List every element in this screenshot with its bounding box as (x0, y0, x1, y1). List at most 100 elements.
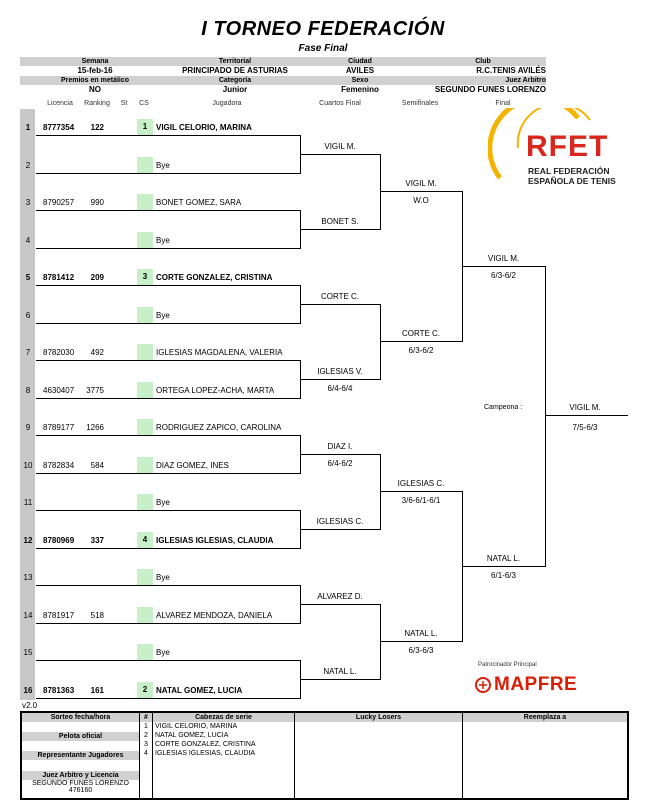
r2-line (300, 528, 380, 530)
qf-line (380, 341, 462, 343)
player-line (36, 135, 300, 136)
player-ranking: 122 (90, 123, 104, 132)
player-ranking: 3775 (86, 385, 104, 395)
sf-score: 6/3-6/2 (491, 271, 516, 281)
final-score: 7/5-6/3 (572, 423, 598, 432)
player-name: ORTEGA LOPEZ-ACHA, MARTA (156, 385, 275, 395)
lucky-label: Lucky Losers (295, 713, 462, 722)
campeona-label: Campeona : (484, 404, 523, 411)
row-number: 4 (25, 235, 31, 245)
r2-score: 6/4-6/4 (327, 383, 353, 393)
qf-score: 6/3-6/3 (408, 646, 434, 656)
player-licencia: 8781412 (43, 273, 75, 282)
player-name: Bye (156, 310, 170, 320)
player-line (36, 210, 300, 211)
row-number: 15 (23, 648, 33, 657)
representante-label: Representante Jugadores (22, 751, 139, 760)
qf-winner: NATAL L. (404, 629, 438, 639)
col-licencia: Licencia (47, 100, 73, 107)
player-name: IGLESIAS IGLESIAS, CLAUDIA (156, 535, 274, 545)
player-line (36, 697, 300, 699)
sf-winner: NATAL L. (486, 554, 521, 564)
player-name: BONET GOMEZ, SARA (156, 198, 242, 207)
player-line (36, 510, 300, 511)
bracket-connector (545, 266, 546, 568)
player-ranking: 1266 (86, 423, 104, 432)
seed-box: 3 (137, 269, 153, 285)
semana-value: 15-feb-16 (77, 66, 113, 75)
cabeza-number: 2 (144, 732, 148, 739)
cabeza-number: 3 (144, 741, 148, 748)
player-line (36, 622, 300, 624)
col-jugadora: Jugadora (212, 100, 242, 107)
player-line (36, 360, 300, 361)
seed-box (137, 606, 153, 623)
seed-box (137, 306, 153, 323)
r2-score: 6/4-6/2 (327, 458, 353, 468)
seed-box (137, 156, 153, 173)
version: v2.0 (22, 701, 38, 710)
player-ranking: 990 (90, 198, 104, 207)
cabeza-name: CORTE GONZALEZ, CRISTINA (155, 741, 256, 748)
col-st: St (120, 100, 128, 107)
r2-winner: NATAL L. (323, 666, 357, 676)
r2-line (300, 303, 380, 305)
qf-line (380, 491, 462, 493)
premios-label: Premios en metálico (20, 76, 170, 85)
player-ranking: 584 (90, 460, 104, 470)
col-cs: CS (139, 100, 149, 107)
r2-line (300, 678, 380, 680)
champion-line (546, 415, 628, 416)
sf-line (462, 266, 545, 268)
row-number: 14 (23, 610, 33, 620)
qf-score: 6/3-6/2 (408, 346, 434, 356)
player-name: Bye (156, 648, 170, 657)
r2-line (300, 453, 380, 455)
qf-line (380, 641, 462, 643)
qf-score: 3/6-6/1-6/1 (401, 496, 441, 506)
player-line (36, 322, 300, 324)
seed-box (137, 419, 153, 435)
footer-juez-name: SEGUNDO FUNES LORENZO (32, 780, 129, 787)
r2-line (300, 228, 380, 230)
cabezas-label: Cabezas de serie (153, 713, 294, 722)
mapfre-icon (475, 677, 491, 693)
categoria-value: Junior (222, 85, 248, 94)
champion-name: VIGIL M. (569, 403, 601, 412)
row-number: 8 (25, 385, 31, 395)
col-final: Final (495, 100, 511, 107)
territorial-label: Territorial (170, 57, 300, 66)
player-name: ALVAREZ MENDOZA, DANIELA (156, 610, 273, 620)
player-name: Bye (156, 235, 170, 245)
territorial-value: PRINCIPADO DE ASTURIAS (182, 66, 288, 75)
player-licencia: 4630407 (43, 385, 75, 395)
premios-value: NO (89, 85, 101, 94)
row-number: 6 (25, 310, 31, 320)
r2-winner: IGLESIAS C. (316, 516, 364, 526)
rfet-logo: RFET REAL FEDERACIÓN ESPAÑOLA DE TENIS (487, 96, 628, 194)
player-name: Bye (156, 573, 170, 582)
footer-lucky: Lucky Losers (295, 713, 463, 798)
row-number: 10 (23, 460, 33, 470)
r2-line (300, 378, 380, 380)
cabeza-name: NATAL GOMEZ, LUCIA (155, 732, 229, 739)
player-licencia: 8790257 (43, 198, 75, 207)
r2-winner: IGLESIAS V. (317, 366, 363, 376)
juez-licencia-label: Juez Arbitro y Licencia (22, 771, 139, 780)
player-ranking: 337 (90, 535, 104, 545)
sorteo-label: Sorteo fecha/hora (22, 713, 139, 722)
r2-winner: BONET S. (321, 216, 359, 226)
cabeza-number: 1 (144, 723, 148, 730)
r2-line (300, 153, 380, 155)
mapfre-wordmark: MAPFRE (494, 674, 578, 695)
player-licencia: 8782030 (43, 348, 75, 357)
club-label: Club (420, 57, 546, 66)
cabeza-name: IGLESIAS IGLESIAS, CLAUDIA (155, 750, 255, 757)
header-info: Semana Territorial Ciudad Club 15-feb-16… (20, 57, 546, 95)
row-number-band (20, 109, 35, 700)
qf-winner: IGLESIAS C. (397, 479, 445, 489)
sf-winner: VIGIL M. (487, 254, 520, 264)
seed-box (137, 381, 153, 398)
juez-value: SEGUNDO FUNES LORENZO (434, 85, 546, 94)
row-number: 11 (23, 498, 33, 507)
